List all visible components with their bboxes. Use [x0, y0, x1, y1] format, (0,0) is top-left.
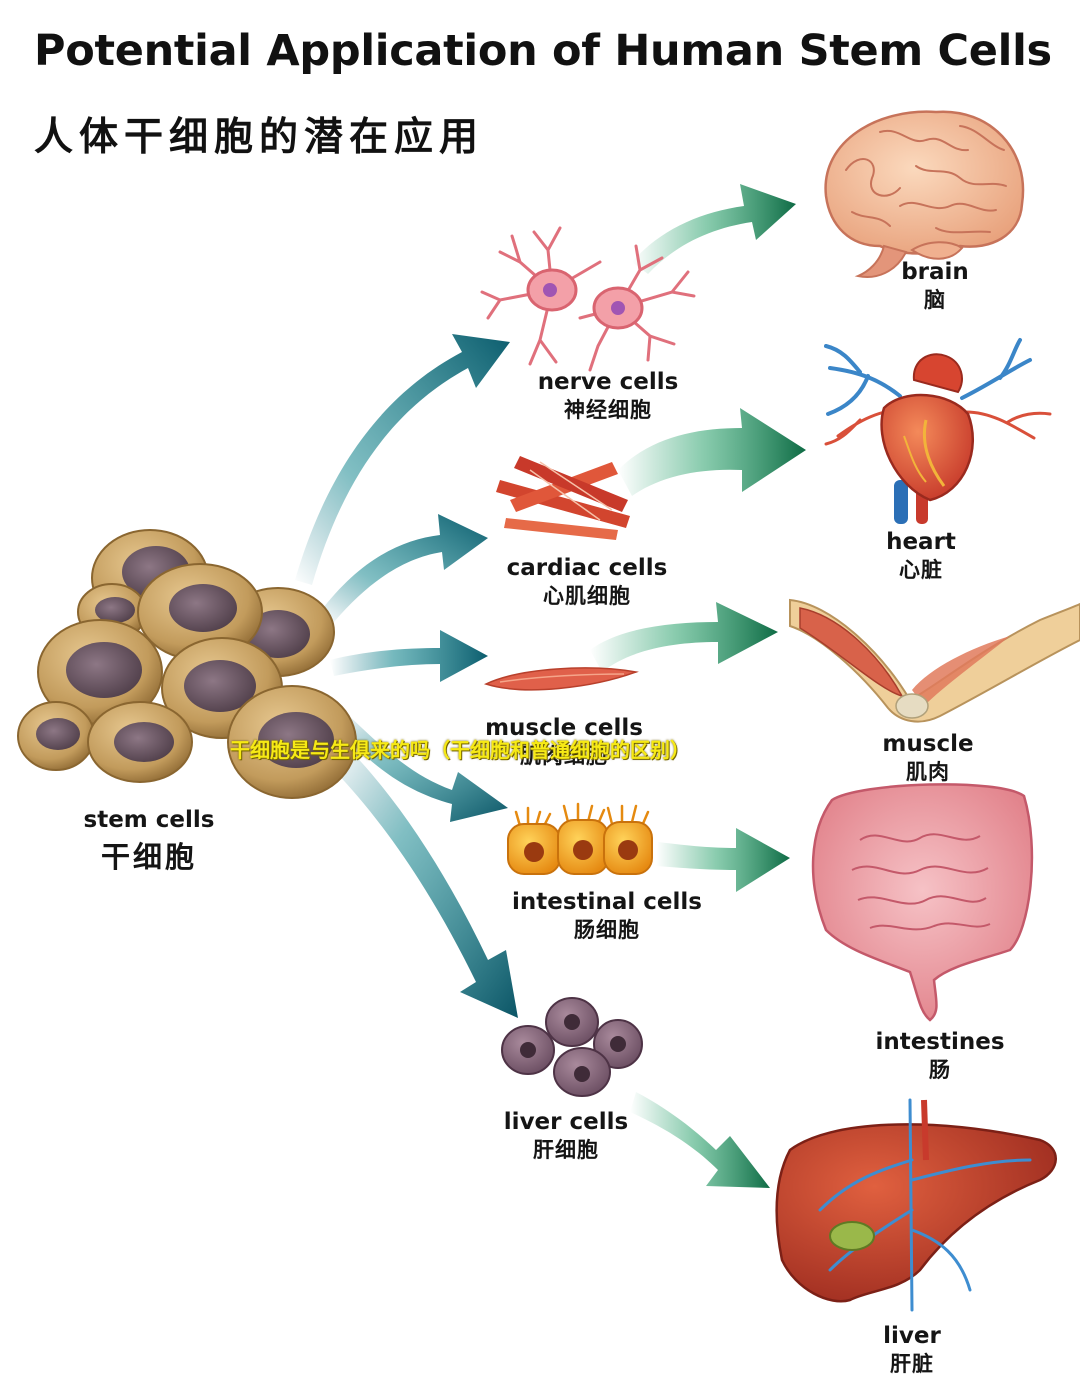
nerve-cells-illustration — [480, 226, 696, 372]
arrow-to-cardiac-cells — [320, 514, 488, 622]
intestinal-cells-illustration — [507, 802, 653, 875]
stem-cells-label-en: stem cells — [83, 807, 215, 833]
intestines-illustration — [811, 783, 1034, 1022]
liver-label-en: liver — [883, 1323, 941, 1349]
cardiac-cells-label-en: cardiac cells — [506, 555, 668, 581]
intestines-label-zh: 肠 — [929, 1057, 951, 1082]
nerve-cells-label: nerve cells 神经细胞 — [508, 368, 708, 423]
arrow-to-intestines — [656, 828, 790, 892]
brain-label-en: brain — [901, 259, 969, 285]
heart-label-en: heart — [886, 529, 956, 555]
muscle-cells-label-zh: 肌肉细胞 — [520, 743, 608, 768]
arrow-to-liver-cells — [332, 745, 518, 1018]
muscle-cells-label: muscle cells 肌肉细胞 — [460, 714, 668, 769]
nerve-cells-label-zh: 神经细胞 — [564, 397, 652, 422]
heart-label-zh: 心脏 — [899, 557, 943, 582]
arrow-to-nerve-cells — [295, 334, 510, 585]
muscle-label-zh: 肌肉 — [906, 759, 950, 784]
arrow-to-muscle-cells — [330, 630, 488, 682]
stem-cells-label: stem cells 干细胞 — [60, 806, 238, 875]
liver-label-zh: 肝脏 — [890, 1351, 934, 1376]
muscle-label-en: muscle — [882, 731, 974, 757]
page-subtitle: 人体干细胞的潜在应用 — [34, 115, 485, 160]
heart-label: heart 心脏 — [866, 528, 976, 583]
arrow-to-heart — [618, 408, 806, 496]
intestines-label: intestines 肠 — [872, 1028, 1008, 1083]
nerve-cells-label-en: nerve cells — [537, 369, 679, 395]
brain-illustration — [824, 110, 1025, 278]
brain-label: brain 脑 — [880, 258, 990, 313]
liver-cells-label-zh: 肝细胞 — [533, 1137, 599, 1162]
muscle-cells-label-en: muscle cells — [485, 715, 643, 741]
liver-cells-label: liver cells 肝细胞 — [478, 1108, 654, 1163]
brain-label-zh: 脑 — [924, 287, 946, 312]
liver-cells-label-en: liver cells — [503, 1109, 629, 1135]
arrow-to-muscle — [590, 602, 778, 672]
intestinal-cells-label: intestinal cells 肠细胞 — [494, 888, 720, 943]
page-title: Potential Application of Human Stem Cell… — [34, 26, 1052, 76]
overlay-caption: 干细胞是与生俱来的吗（干细胞和普通细胞的区别） — [230, 738, 690, 762]
heart-illustration — [824, 338, 1052, 524]
intestinal-cells-label-zh: 肠细胞 — [574, 917, 640, 942]
muscle-cells-illustration — [483, 667, 639, 691]
liver-label: liver 肝脏 — [862, 1322, 962, 1377]
intestinal-cells-label-en: intestinal cells — [512, 889, 702, 915]
cardiac-cells-label: cardiac cells 心肌细胞 — [482, 554, 692, 609]
cardiac-cells-label-zh: 心肌细胞 — [543, 583, 631, 608]
muscle-label: muscle 肌肉 — [868, 730, 988, 785]
stem-cells-illustration — [17, 529, 357, 799]
arrow-to-intestinal-cells — [336, 712, 508, 822]
muscle-illustration — [789, 598, 1080, 723]
liver-illustration — [775, 1098, 1057, 1312]
intestines-label-en: intestines — [875, 1029, 1005, 1055]
cardiac-cells-illustration — [496, 456, 630, 540]
liver-cells-illustration — [501, 997, 643, 1097]
arrow-to-brain — [632, 184, 796, 274]
arrow-to-liver — [630, 1092, 770, 1188]
stem-cells-label-zh: 干细胞 — [100, 839, 197, 874]
